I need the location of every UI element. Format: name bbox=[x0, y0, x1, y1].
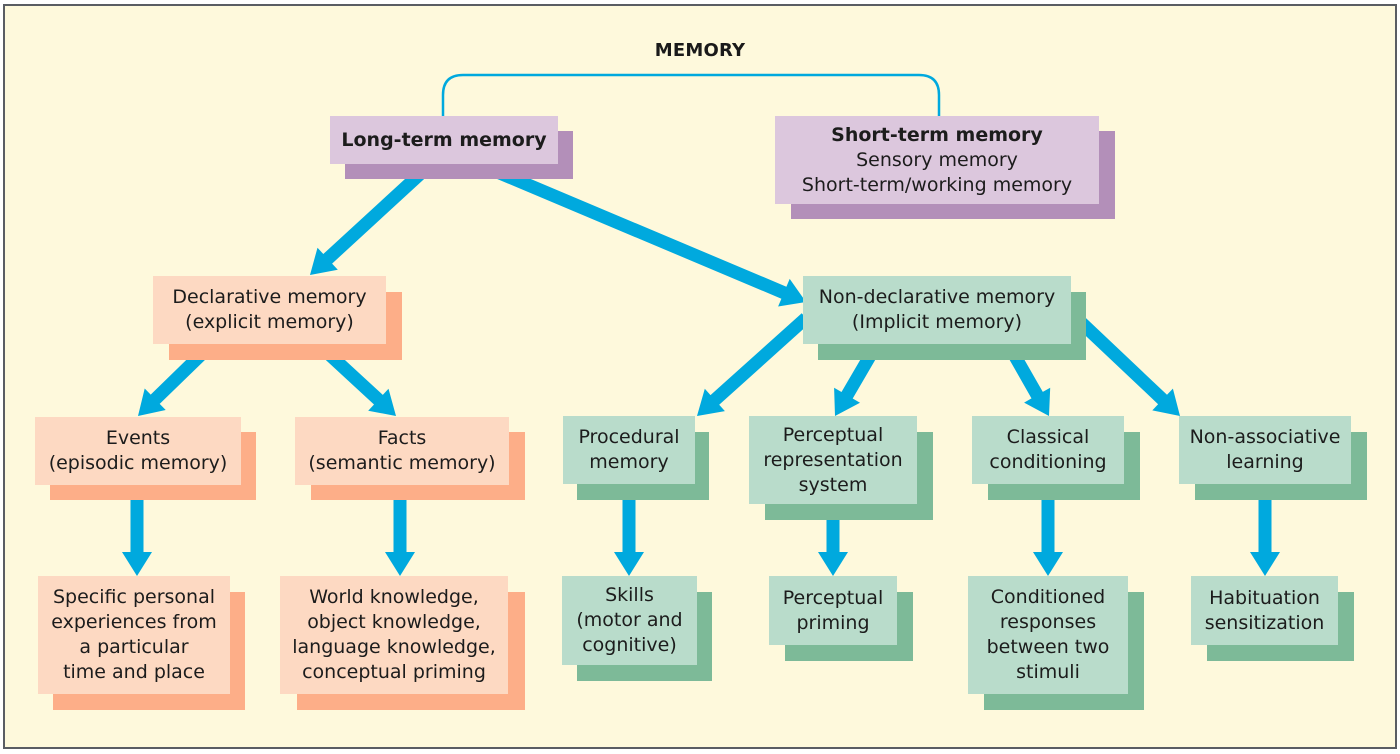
node-label: Specific personal experiences from a par… bbox=[38, 576, 230, 694]
node-text-line: time and place bbox=[63, 661, 205, 683]
node-text-line: (motor and bbox=[576, 609, 683, 631]
arrow-non-declarative-to-procedural bbox=[697, 313, 811, 416]
node-label: Habituation sensitization bbox=[1191, 576, 1338, 645]
node-text-line: system bbox=[798, 473, 868, 496]
node-text-line: between two bbox=[986, 636, 1110, 658]
node-text-line: Conditioned bbox=[990, 586, 1106, 608]
arrow-facts-to-world-knowledge bbox=[385, 484, 415, 576]
memory-bracket-line bbox=[441, 73, 941, 118]
node-text-line: (episodic memory) bbox=[48, 452, 228, 474]
node-text-line: cognitive) bbox=[582, 634, 677, 656]
node-text-line: a particular bbox=[79, 636, 189, 658]
node-label: Perceptual priming bbox=[769, 576, 897, 645]
node-text-line: conceptual priming bbox=[302, 661, 486, 683]
node-text-line: Facts bbox=[377, 427, 427, 449]
arrow-non-declarative-to-non-associative bbox=[1065, 307, 1180, 416]
node-text-line: memory bbox=[589, 451, 669, 473]
node-text-line: sensitization bbox=[1204, 611, 1325, 634]
node-text-line: Specific personal bbox=[52, 586, 216, 608]
arrow-perceptual-rep-to-perceptual-priming bbox=[818, 504, 848, 576]
node-text-line: learning bbox=[1226, 451, 1304, 473]
node-text-line: language knowledge, bbox=[292, 636, 496, 658]
node-label: World knowledge, object knowledge, langu… bbox=[280, 576, 508, 694]
node-text-line: experiences from bbox=[51, 611, 217, 633]
node-text-line: responses bbox=[999, 611, 1097, 633]
node-text-line: Procedural bbox=[578, 426, 680, 448]
arrow-procedural-to-skills bbox=[614, 484, 644, 576]
node-text-line: Perceptual bbox=[782, 423, 884, 446]
node-text-line: Non-declarative memory bbox=[818, 286, 1056, 308]
node-text-line: Classical bbox=[1006, 426, 1090, 448]
node-label: Declarative memory (explicit memory) bbox=[153, 276, 386, 344]
node-text-line: Short-term/working memory bbox=[801, 173, 1073, 196]
node-label: Skills (motor and cognitive) bbox=[562, 576, 697, 665]
node-label: Conditioned responses between two stimul… bbox=[968, 576, 1128, 694]
node-label: Perceptual representation system bbox=[749, 416, 917, 504]
node-label: Facts (semantic memory) bbox=[295, 417, 509, 485]
node-text-line: object knowledge, bbox=[307, 611, 481, 633]
diagram-title: MEMORY bbox=[654, 40, 746, 61]
node-label: Procedural memory bbox=[563, 416, 695, 484]
node-text-line: (semantic memory) bbox=[308, 452, 496, 474]
node-text-line: Non-associative bbox=[1189, 426, 1341, 448]
node-label: Classical conditioning bbox=[972, 416, 1124, 484]
arrow-events-to-specific-personal bbox=[122, 484, 152, 576]
node-text-line: priming bbox=[796, 611, 870, 634]
node-text-line: conditioning bbox=[989, 451, 1107, 473]
node-text-line: Long-term memory bbox=[341, 128, 547, 151]
node-text-line: stimuli bbox=[1016, 661, 1080, 683]
node-text-line: Skills bbox=[605, 584, 654, 606]
node-text-line: World knowledge, bbox=[309, 586, 479, 608]
node-text-line: Declarative memory bbox=[172, 286, 367, 308]
node-label: Non-declarative memory (Implicit memory) bbox=[803, 276, 1071, 344]
node-label: Short-term memory Sensory memory Short-t… bbox=[775, 116, 1099, 204]
arrow-classical-to-conditioned bbox=[1033, 484, 1063, 576]
node-label: Events (episodic memory) bbox=[35, 417, 241, 485]
node-text-line: representation bbox=[763, 448, 903, 471]
arrow-long-term-to-non-declarative bbox=[473, 157, 806, 307]
node-label: Long-term memory bbox=[330, 116, 558, 164]
node-label: Non-associative learning bbox=[1179, 416, 1351, 484]
node-text-line: Habituation bbox=[1209, 586, 1320, 609]
node-heading: Short-term memory bbox=[831, 123, 1043, 146]
arrow-long-term-to-declarative bbox=[310, 158, 437, 275]
node-text-line: Sensory memory bbox=[856, 148, 1018, 171]
node-text-line: (Implicit memory) bbox=[851, 311, 1023, 333]
node-text-line: Perceptual bbox=[782, 586, 884, 609]
arrow-non-associative-to-habituation bbox=[1250, 484, 1280, 576]
node-text-line: Events bbox=[105, 427, 171, 449]
node-text-line: (explicit memory) bbox=[185, 311, 354, 333]
